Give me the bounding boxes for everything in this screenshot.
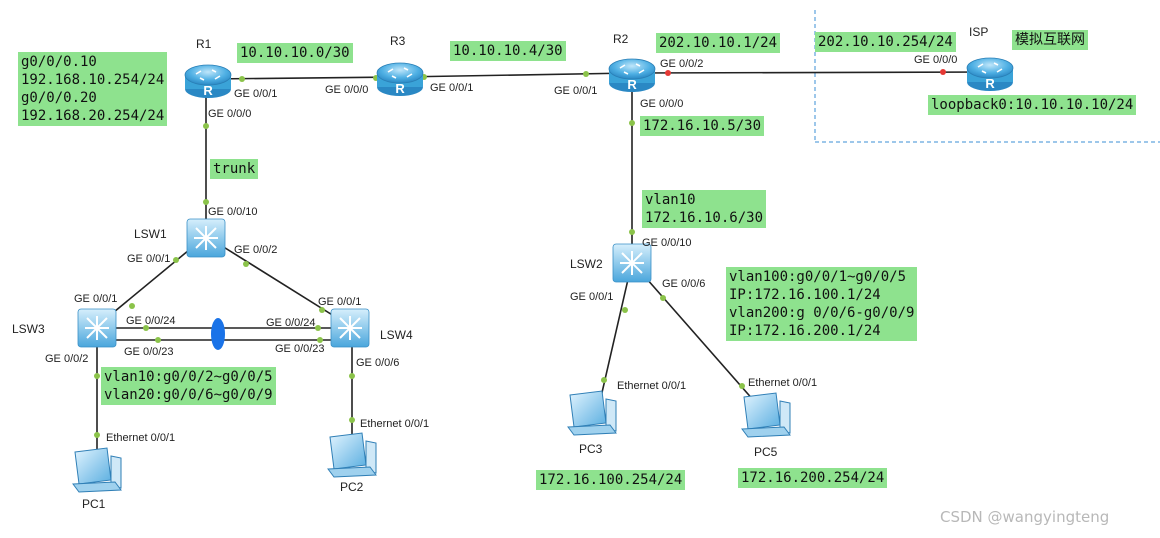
svg-text:R: R: [985, 76, 995, 91]
port-label: GE 0/0/24: [266, 317, 316, 329]
device-name-isp: ISP: [969, 25, 988, 39]
device-name-lsw4: LSW4: [380, 328, 413, 342]
device-name-lsw1: LSW1: [134, 227, 167, 241]
switch-lsw4-icon[interactable]: [330, 308, 370, 348]
port-label: Ethernet 0/0/1: [360, 418, 429, 430]
pc1-icon[interactable]: [72, 447, 122, 493]
switch-lsw2-icon[interactable]: [612, 243, 652, 283]
device-name-pc5: PC5: [754, 445, 778, 459]
device-name-lsw3: LSW3: [12, 322, 45, 336]
port-label: GE 0/0/1: [430, 82, 473, 94]
port-label: GE 0/0/1: [570, 291, 613, 303]
router-r1-icon[interactable]: R: [184, 64, 232, 98]
port-label: GE 0/0/0: [640, 98, 683, 110]
port-label: GE 0/0/6: [662, 278, 705, 290]
public-port-indicators: [665, 69, 946, 76]
pc3-icon[interactable]: [567, 390, 617, 436]
link-r2-isp: [631, 71, 993, 74]
port-label: GE 0/0/0: [208, 108, 251, 120]
port-label: GE 0/0/23: [275, 343, 325, 355]
router-r3-icon[interactable]: R: [376, 62, 424, 96]
note-isp-public-ip: 202.10.10.254/24: [815, 32, 956, 52]
pc5-icon[interactable]: [741, 392, 791, 438]
port-label: GE 0/0/10: [642, 237, 692, 249]
svg-text:R: R: [395, 81, 405, 96]
port-label: GE 0/0/23: [124, 346, 174, 358]
note-net-r3-r2: 10.10.10.4/30: [450, 41, 566, 61]
link-r3-r2: [399, 72, 633, 78]
eth-trunk-marker: [211, 318, 225, 350]
device-name-pc3: PC3: [579, 442, 603, 456]
note-lsw3-vlans: vlan10:g0/0/2~g0/0/5 vlan20:g0/0/6~g0/0/…: [101, 367, 276, 405]
port-label: GE 0/0/2: [45, 353, 88, 365]
port-label: GE 0/0/10: [208, 206, 258, 218]
port-label: GE 0/0/24: [126, 315, 176, 327]
port-label: GE 0/0/6: [356, 357, 399, 369]
router-r2-icon[interactable]: R: [608, 58, 656, 92]
port-label: GE 0/0/1: [127, 253, 170, 265]
switch-lsw1-icon[interactable]: [186, 218, 226, 258]
note-isp-loopback: loopback0:10.10.10.10/24: [928, 95, 1137, 115]
device-name-r2: R2: [613, 32, 629, 46]
link-lsw2-pc3: [597, 261, 633, 411]
switch-lsw3-icon[interactable]: [77, 308, 117, 348]
port-label: GE 0/0/2: [234, 244, 277, 256]
router-isp-icon[interactable]: R: [966, 57, 1014, 91]
port-label: Ethernet 0/0/1: [106, 432, 175, 444]
note-pc3-ip: 172.16.100.254/24: [536, 470, 686, 490]
port-label: GE 0/0/1: [74, 293, 117, 305]
link-lsw1-lsw4: [205, 235, 351, 327]
note-pc5-ip: 172.16.200.254/24: [738, 468, 888, 488]
note-r2-inside-ip: 172.16.10.5/30: [640, 116, 765, 136]
port-label: Ethernet 0/0/1: [617, 380, 686, 392]
port-label: Ethernet 0/0/1: [748, 377, 817, 389]
device-name-pc1: PC1: [82, 497, 106, 511]
note-trunk: trunk: [210, 159, 259, 179]
port-label: GE 0/0/1: [234, 88, 277, 100]
port-label: GE 0/0/1: [318, 296, 361, 308]
note-net-r1-r3: 10.10.10.0/30: [237, 43, 353, 63]
link-r1-r3: [207, 76, 401, 80]
device-name-pc2: PC2: [340, 480, 364, 494]
watermark: CSDN @wangyingteng: [940, 508, 1110, 526]
note-r1-subinterfaces: g0/0/0.10 192.168.10.254/24 g0/0/0.20 19…: [18, 52, 168, 126]
note-lsw2-vlan10: vlan10 172.16.10.6/30: [642, 190, 767, 228]
note-lsw2-vlans: vlan100:g0/0/1~g0/0/5 IP:172.16.100.1/24…: [726, 267, 918, 341]
svg-text:R: R: [203, 83, 213, 98]
device-name-r3: R3: [390, 34, 406, 48]
note-r2-public-ip: 202.10.10.1/24: [656, 33, 781, 53]
device-name-r1: R1: [196, 37, 212, 51]
port-label: GE 0/0/2: [660, 58, 703, 70]
svg-text:R: R: [627, 77, 637, 92]
device-name-lsw2: LSW2: [570, 257, 603, 271]
port-label: GE 0/0/0: [325, 84, 368, 96]
internet-region-label: 模拟互联网: [1012, 30, 1088, 50]
port-label: GE 0/0/0: [914, 54, 957, 66]
pc2-icon[interactable]: [327, 432, 377, 478]
port-label: GE 0/0/1: [554, 85, 597, 97]
